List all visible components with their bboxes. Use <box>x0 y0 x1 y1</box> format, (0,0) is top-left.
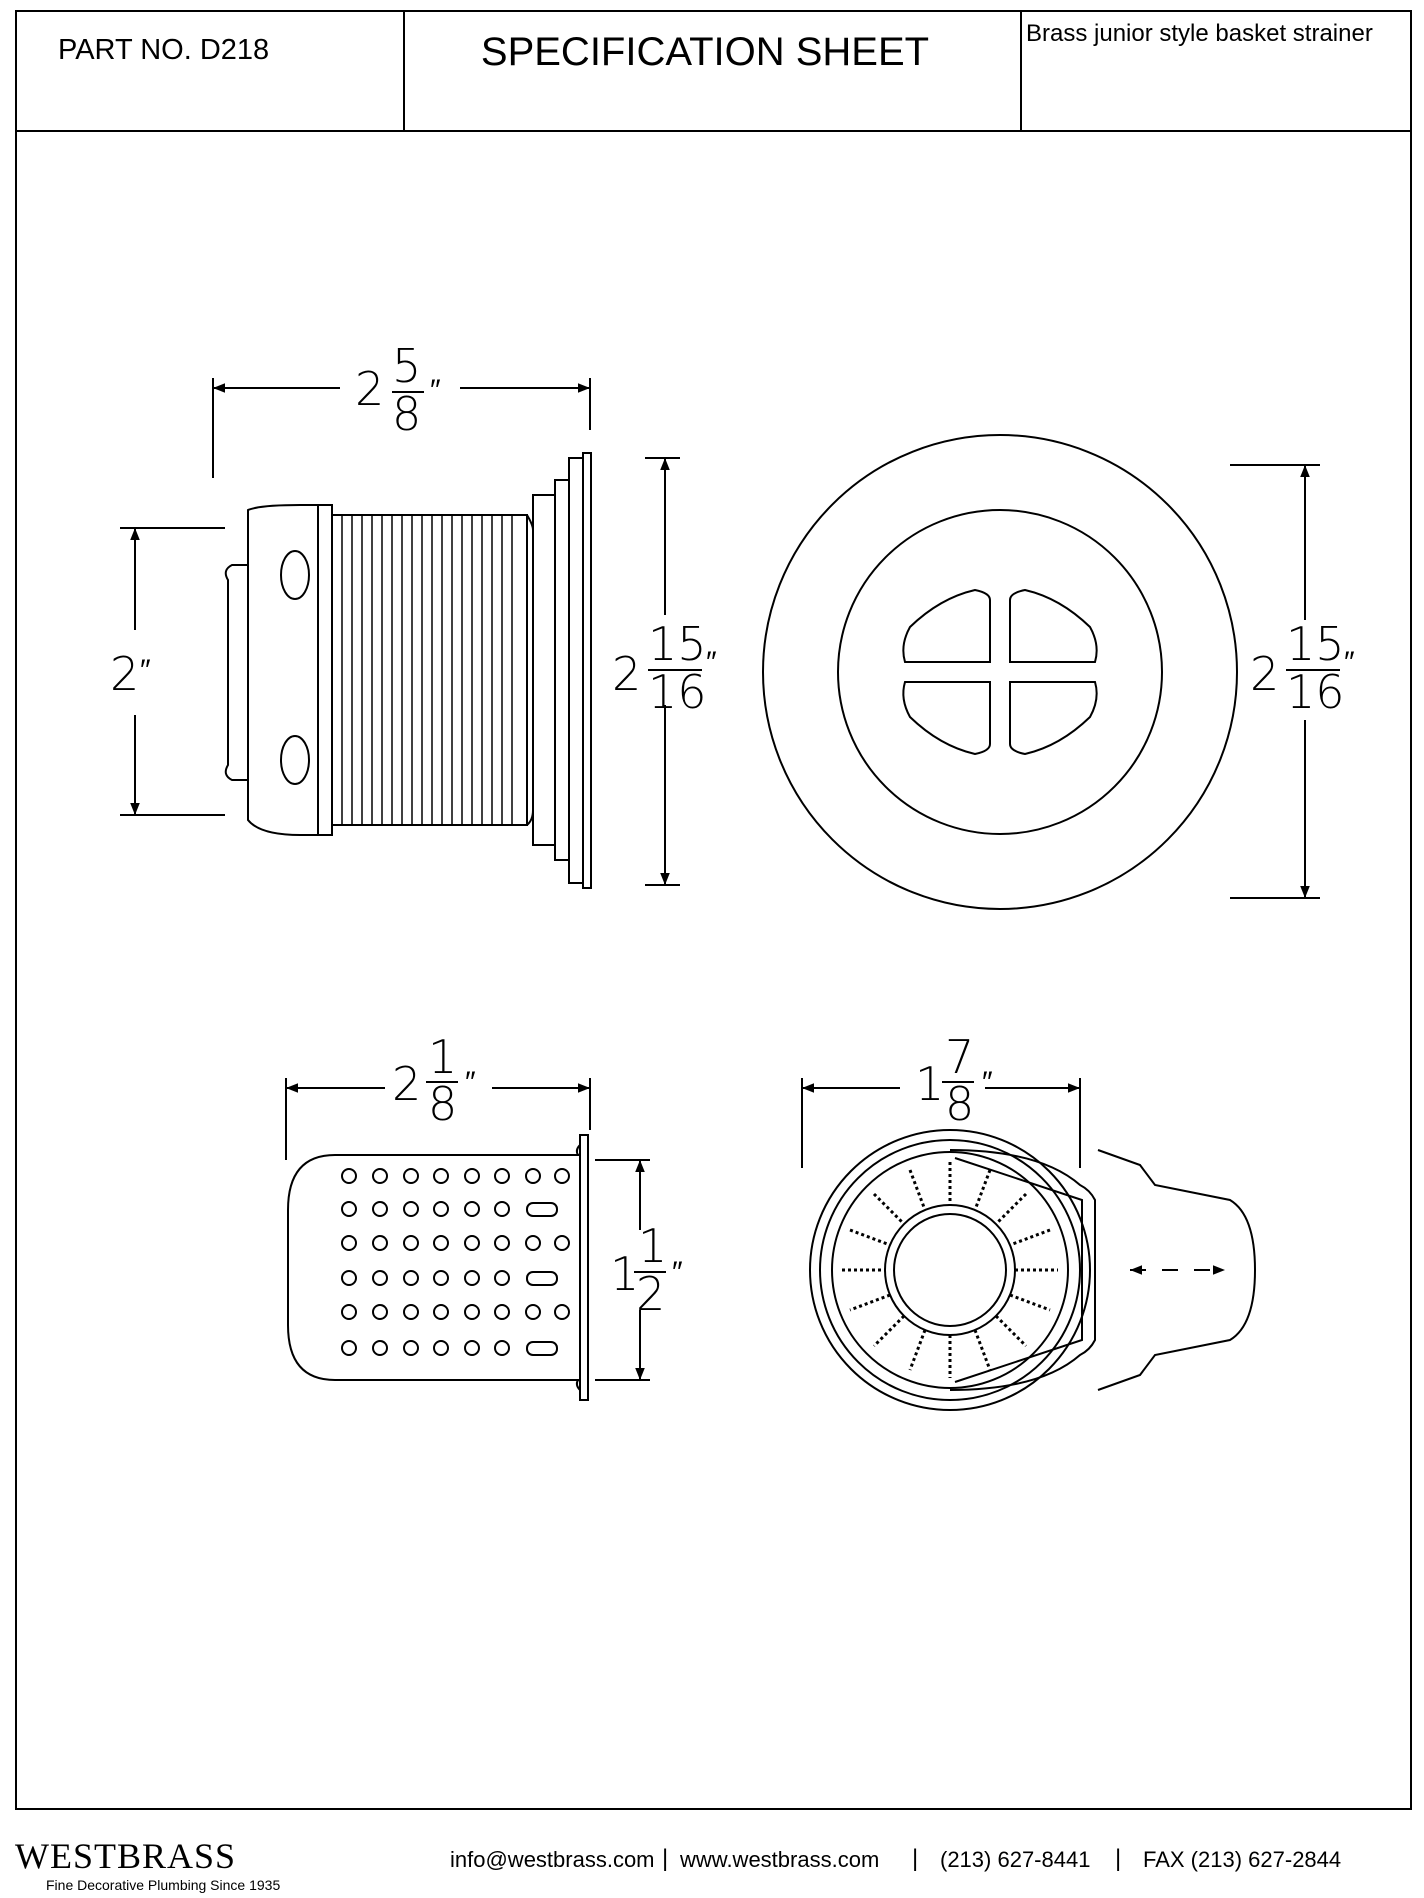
strainer-front-view <box>762 434 1320 910</box>
dim-num: 15 <box>1286 617 1345 671</box>
dim-num: 5 <box>392 339 421 393</box>
header-col-divider-2 <box>1020 10 1022 131</box>
dim-label-2-15-16-front: 2 15 16 ″ <box>1250 617 1355 719</box>
dim-unit: ″ <box>672 1255 683 1290</box>
dim-label-2-15-16-side: 2 15 16 ″ <box>612 617 717 719</box>
dim-unit: ″ <box>982 1065 993 1100</box>
dim-num: 7 <box>945 1030 974 1084</box>
brand-logo: WESTBRASS <box>15 1836 237 1876</box>
dim-unit: ″ <box>706 645 717 680</box>
phone-number: (213) 627-8441 <box>940 1847 1091 1872</box>
dim-den: 16 <box>648 665 707 719</box>
dim-whole: 2 <box>612 647 641 701</box>
dim-label-1-7-8: 1 7 8 ″ <box>915 1030 993 1131</box>
brand-tagline: Fine Decorative Plumbing Since 1935 <box>46 1877 281 1893</box>
sheet-title: SPECIFICATION SHEET <box>480 30 930 74</box>
dim-den: 2 <box>636 1267 665 1321</box>
separator: | <box>1115 1845 1122 1872</box>
email-link[interactable]: info@westbrass.com <box>450 1847 655 1872</box>
basket-top-view <box>801 1078 1257 1411</box>
dim-num: 1 <box>428 1030 457 1084</box>
dim-num: 15 <box>648 617 707 671</box>
dim-whole: 2 <box>1250 647 1279 701</box>
basket-side-view <box>285 1078 650 1401</box>
part-number: PART NO. D218 <box>58 34 270 66</box>
dim-label-1-1-2: 1 1 2 ″ <box>610 1219 683 1321</box>
dim-num: 1 <box>638 1219 667 1273</box>
dim-den: 8 <box>428 1077 457 1131</box>
sheet-frame <box>15 10 1412 1810</box>
fax-number: FAX (213) 627-2844 <box>1143 1847 1342 1872</box>
dim-unit: ″ <box>140 653 151 688</box>
dim-whole: 2 <box>355 362 384 416</box>
separator: | <box>912 1845 919 1872</box>
header-col-divider-1 <box>403 10 405 131</box>
header-divider <box>15 130 1412 132</box>
dim-unit: ″ <box>465 1065 476 1100</box>
dim-den: 8 <box>945 1077 974 1131</box>
dim-label-2-1-8: 2 1 8 ″ <box>392 1030 476 1131</box>
dim-whole: 1 <box>915 1057 944 1111</box>
dim-unit: ″ <box>430 373 441 408</box>
website-link[interactable]: www.westbrass.com <box>680 1847 880 1872</box>
dim-label-2: 2 ″ <box>110 647 151 701</box>
strainer-side-view <box>120 378 680 889</box>
product-description: Brass junior style basket strainer <box>1026 20 1373 47</box>
dim-den: 16 <box>1286 665 1345 719</box>
dim-unit: ″ <box>1344 645 1355 680</box>
dim-whole: 2 <box>110 647 139 701</box>
dim-whole: 2 <box>392 1057 421 1111</box>
dim-whole: 1 <box>610 1247 639 1301</box>
dim-label-2-5-8: 2 5 8 ″ <box>355 339 441 441</box>
dim-den: 8 <box>392 387 421 441</box>
separator: | <box>662 1845 669 1872</box>
